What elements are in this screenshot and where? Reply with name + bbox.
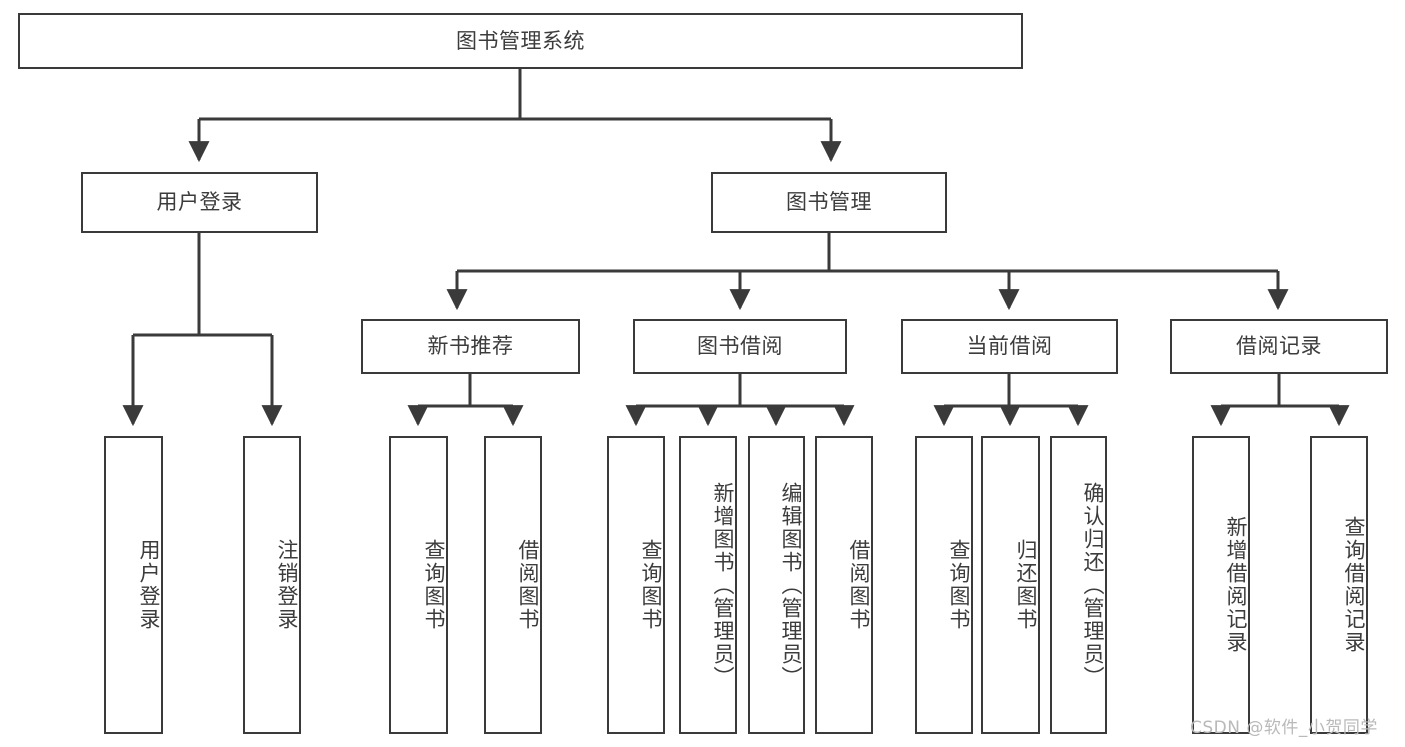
node-book-management-label: 图书管理 — [786, 190, 872, 215]
leaf-query-book-recommend-label: 查询图书 — [422, 539, 446, 631]
leaf-edit-book-admin-label: 编辑图书（管理员） — [779, 481, 803, 689]
leaf-user-logout[interactable]: 注销登录 — [243, 436, 301, 734]
leaf-query-borrow-record-label: 查询借阅记录 — [1342, 516, 1366, 654]
node-user-login[interactable]: 用户登录 — [81, 172, 318, 233]
node-book-management[interactable]: 图书管理 — [711, 172, 947, 233]
leaf-add-book-admin[interactable]: 新增图书（管理员） — [679, 436, 737, 734]
leaf-query-book-current[interactable]: 查询图书 — [915, 436, 973, 734]
leaf-borrow-book-recommend[interactable]: 借阅图书 — [484, 436, 542, 734]
node-user-login-label: 用户登录 — [156, 190, 243, 215]
leaf-return-book-label: 归还图书 — [1014, 539, 1038, 631]
node-root-label: 图书管理系统 — [456, 28, 585, 53]
node-book-borrow-label: 图书借阅 — [697, 334, 783, 359]
leaf-add-borrow-record-label: 新增借阅记录 — [1224, 516, 1248, 654]
node-new-book-recommend-label: 新书推荐 — [427, 334, 514, 359]
leaf-return-book[interactable]: 归还图书 — [981, 436, 1040, 734]
node-root[interactable]: 图书管理系统 — [18, 13, 1023, 69]
leaf-user-login[interactable]: 用户登录 — [104, 436, 163, 734]
leaf-user-login-label: 用户登录 — [137, 539, 161, 631]
leaf-query-book-borrow[interactable]: 查询图书 — [607, 436, 665, 734]
leaf-add-borrow-record[interactable]: 新增借阅记录 — [1192, 436, 1250, 734]
node-new-book-recommend[interactable]: 新书推荐 — [361, 319, 580, 374]
node-current-borrow-label: 当前借阅 — [966, 334, 1053, 359]
node-book-borrow[interactable]: 图书借阅 — [633, 319, 847, 374]
node-current-borrow[interactable]: 当前借阅 — [901, 319, 1118, 374]
leaf-add-book-admin-label: 新增图书（管理员） — [711, 481, 735, 689]
leaf-user-logout-label: 注销登录 — [275, 539, 299, 631]
watermark: CSDN @软件_小贺同学 — [1190, 718, 1378, 738]
node-borrow-record-label: 借阅记录 — [1236, 334, 1322, 359]
leaf-confirm-return-admin-label: 确认归还（管理员） — [1081, 481, 1105, 689]
leaf-query-borrow-record[interactable]: 查询借阅记录 — [1310, 436, 1368, 734]
leaf-query-book-recommend[interactable]: 查询图书 — [389, 436, 448, 734]
leaf-confirm-return-admin[interactable]: 确认归还（管理员） — [1050, 436, 1107, 734]
node-borrow-record[interactable]: 借阅记录 — [1170, 319, 1388, 374]
leaf-borrow-book[interactable]: 借阅图书 — [815, 436, 873, 734]
leaf-query-book-current-label: 查询图书 — [947, 539, 971, 631]
leaf-borrow-book-label: 借阅图书 — [847, 539, 871, 631]
leaf-edit-book-admin[interactable]: 编辑图书（管理员） — [748, 436, 805, 734]
leaf-query-book-borrow-label: 查询图书 — [639, 539, 663, 631]
leaf-borrow-book-recommend-label: 借阅图书 — [516, 539, 540, 631]
